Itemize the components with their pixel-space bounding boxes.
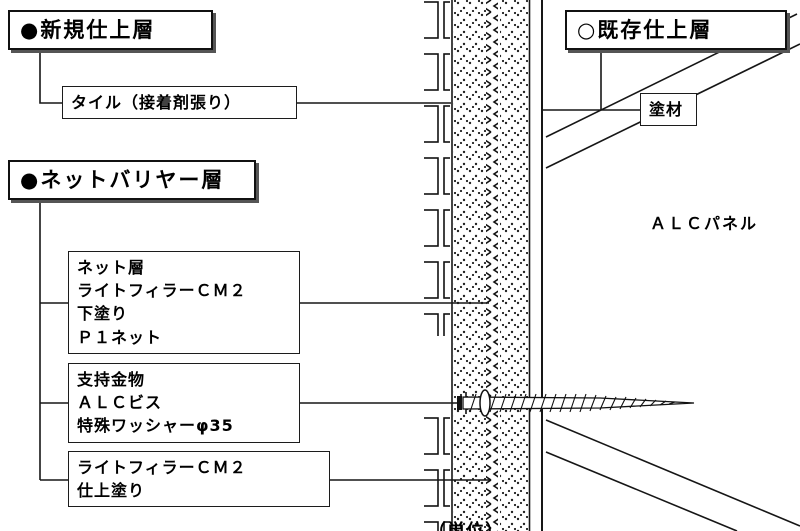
base-stipple-layer: [500, 0, 528, 531]
panel-break-lines-bottom: [545, 419, 800, 531]
adhesive-stipple-layer: [453, 0, 486, 531]
note-line: ネット層: [77, 258, 146, 277]
existing-finish-layer-header: ○既存仕上層: [565, 10, 787, 51]
bottom-unit-note: （単位）: [428, 517, 504, 531]
coating-material-note: 塗材: [640, 93, 697, 127]
net-zigzag-layer: [486, 0, 498, 531]
net-barrier-layer-header: ●ネットバリヤー層: [8, 160, 256, 201]
support-hardware-note: 支持金物 ＡＬＣビス 特殊ワッシャーφ35: [68, 363, 300, 443]
special-washer: [479, 389, 491, 417]
note-line: 特殊ワッシャーφ35: [77, 416, 234, 436]
note-line: ライトフィラーＣＭ２: [77, 458, 247, 477]
note-line: 下塗り: [77, 304, 129, 324]
tile-column: [424, 0, 450, 531]
note-line: Ｐ１ネット: [77, 327, 163, 347]
note-line: 仕上塗り: [77, 481, 146, 501]
screw-threads: [469, 393, 676, 413]
note-line: ＡＬＣビス: [77, 393, 163, 413]
note-line: 支持金物: [77, 370, 146, 389]
filler-finish-note: ライトフィラーＣＭ２ 仕上塗り: [68, 451, 330, 508]
connector-lines: [39, 45, 640, 481]
alc-panel-label: ＡＬＣパネル: [650, 214, 759, 233]
tile-note: タイル（接着剤張り）: [62, 86, 297, 120]
existing-coating-lines: [528, 0, 543, 531]
net-layer-note: ネット層 ライトフィラーＣＭ２ 下塗り Ｐ１ネット: [68, 251, 300, 354]
note-line: ライトフィラーＣＭ２: [77, 281, 247, 301]
screw-graphic: [457, 389, 695, 417]
new-finish-layer-header: ●新規仕上層: [8, 10, 213, 51]
